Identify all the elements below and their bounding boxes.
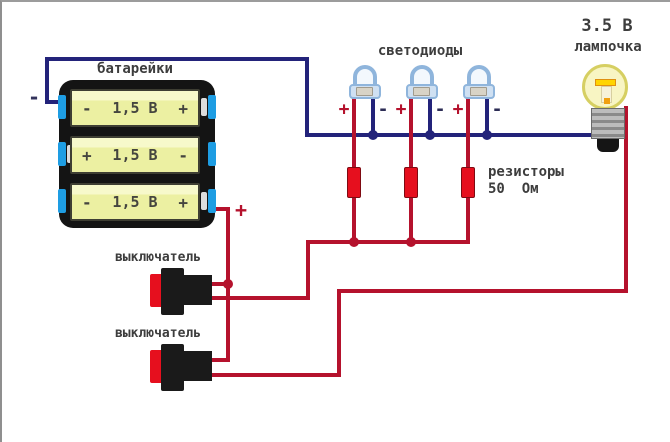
battery1-plus-spring — [201, 98, 207, 116]
lamp-filament-bar — [595, 79, 616, 86]
battery3-voltage: 1,5 В — [112, 193, 158, 211]
battery-positive-sign: + — [234, 198, 248, 222]
wire-led2-cathode-leg — [428, 96, 432, 137]
lamp-label: лампочка — [574, 39, 642, 55]
resistor-1 — [347, 167, 361, 198]
wire-battery-positive-out — [210, 207, 230, 211]
battery1-voltage: 1,5 В — [112, 99, 158, 117]
battery1-right-sign: + — [178, 98, 188, 118]
wire-led3-cathode-leg — [485, 96, 489, 137]
leds-label: светодиоды — [377, 43, 463, 59]
battery1-left-sign: - — [82, 98, 92, 118]
led1-minus-sign: - — [377, 99, 389, 120]
wire-negative-bus — [305, 133, 608, 137]
wire-resistor1-bottom-leg — [352, 198, 356, 244]
wire-led3-anode-leg — [466, 96, 470, 168]
lamp-voltage-label: 3.5 В — [581, 16, 633, 36]
wire-lamp-horizontal — [337, 289, 628, 293]
junction-resistor2 — [406, 237, 416, 247]
switch1-label: выключатель — [114, 250, 202, 265]
wire-led1-cathode-leg — [371, 96, 375, 137]
junction-resistor1 — [349, 237, 359, 247]
wire-resistor3-bottom-leg — [466, 198, 470, 244]
battery-cell-1: - 1,5 В + — [70, 89, 200, 127]
wire-switch2-bottom-terminal — [208, 373, 341, 377]
battery1-left-contact — [58, 95, 66, 119]
led3-minus-sign: - — [491, 99, 503, 120]
lamp-filament-tip — [604, 98, 610, 104]
wire-switch2-top-terminal — [208, 358, 230, 362]
battery3-right-sign: + — [178, 192, 188, 212]
resistor-2 — [404, 167, 418, 198]
switch2-body-back — [180, 351, 212, 381]
led1-plus-sign: + — [338, 99, 350, 120]
led3-plus-sign: + — [452, 99, 464, 120]
lamp-screw-base — [591, 108, 625, 139]
resistor-3 — [461, 167, 475, 198]
switch1-body-back — [180, 275, 212, 305]
wire-resistor-bus — [306, 240, 470, 244]
wire-resistor2-bottom-leg — [409, 198, 413, 244]
battery2-right-contact — [208, 142, 216, 166]
switch2-body-front — [161, 344, 184, 391]
battery1-right-contact — [208, 95, 216, 119]
battery-cell-2: + 1,5 В - — [70, 136, 200, 174]
junction-led2-cathode — [425, 130, 435, 140]
switch1-body-front — [161, 268, 184, 315]
wire-negative-top — [45, 57, 309, 61]
battery3-left-sign: - — [82, 192, 92, 212]
resistors-label: резисторы — [488, 164, 564, 180]
battery3-left-contact — [58, 189, 66, 213]
wire-switch1-top-terminal — [208, 282, 230, 286]
wire-led2-anode-leg — [409, 96, 413, 168]
battery-cell-3: - 1,5 В + — [70, 183, 200, 221]
wire-led1-anode-leg — [352, 96, 356, 168]
led2-minus-sign: - — [434, 99, 446, 120]
wire-switch1-bottom-terminal — [208, 296, 310, 300]
switch2-label: выключатель — [114, 326, 202, 341]
wire-negative-mid-drop — [305, 57, 309, 137]
battery3-right-contact — [208, 189, 216, 213]
wire-lamp-drop — [624, 106, 628, 293]
lamp-bottom-contact — [597, 139, 619, 152]
wire-switch1-riser — [306, 240, 310, 300]
led1-chip — [356, 87, 373, 96]
battery2-right-sign: - — [178, 145, 188, 165]
battery-negative-sign: - — [27, 85, 41, 109]
junction-led3-cathode — [482, 130, 492, 140]
battery3-plus-spring — [201, 192, 207, 210]
battery2-left-sign: + — [82, 145, 92, 165]
led2-chip — [413, 87, 430, 96]
battery2-voltage: 1,5 В — [112, 146, 158, 164]
wire-negative-left-riser — [45, 57, 49, 104]
junction-led1-cathode — [368, 130, 378, 140]
junction-switch1-top — [223, 279, 233, 289]
wire-negative-battery-stub — [45, 100, 63, 104]
battery-pack-label: батарейки — [97, 61, 173, 77]
led3-chip — [470, 87, 487, 96]
battery2-left-contact — [58, 142, 66, 166]
wire-switch2-riser — [337, 289, 341, 377]
resistors-value-label: 50 Ом — [488, 181, 539, 197]
led2-plus-sign: + — [395, 99, 407, 120]
